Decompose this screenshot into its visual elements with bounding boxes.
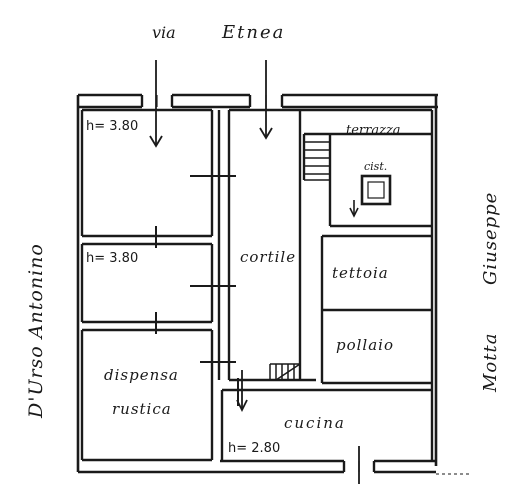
cucina-walls (220, 388, 432, 460)
room-label-terrazza: terrazza (346, 123, 401, 138)
entrance-arrow-left (149, 60, 163, 148)
street-label-east-bottom: Motta (480, 333, 501, 393)
arrow-to-cucina (236, 370, 248, 413)
room-label-cortile: cortile (240, 248, 296, 266)
room-label-tettoia: tettoia (332, 264, 389, 282)
courtyard-walls (229, 108, 316, 382)
street-label-east-top: Giuseppe (480, 192, 501, 285)
street-label-via: via (152, 23, 176, 42)
cistern-outline (360, 174, 392, 206)
entrance-arrow-right (259, 60, 273, 140)
street-label-west: D'Urso Antonino (25, 243, 47, 419)
cistern-inner (367, 181, 385, 199)
room-label-cist: cist. (364, 160, 387, 173)
room-label-pollaio: pollaio (336, 336, 394, 354)
right-rooms-walls (320, 110, 434, 460)
terrazza-stairs (304, 141, 330, 181)
outer-walls (76, 93, 438, 474)
room-label-cucina: cucina (284, 414, 346, 432)
height-label-middle-room: h= 3.80 (86, 251, 138, 266)
door-markers (140, 162, 323, 406)
courtyard-stairs (269, 363, 301, 381)
room-label-dispensa: dispensa (104, 366, 179, 384)
room-label-rustica: rustica (112, 400, 172, 418)
height-label-cucina: h= 2.80 (228, 441, 280, 456)
street-label-etnea: Etnea (221, 22, 285, 43)
arrow-to-terrazza (349, 200, 359, 218)
height-label-top-room: h= 3.80 (86, 119, 138, 134)
north-entrance-left (140, 95, 174, 107)
